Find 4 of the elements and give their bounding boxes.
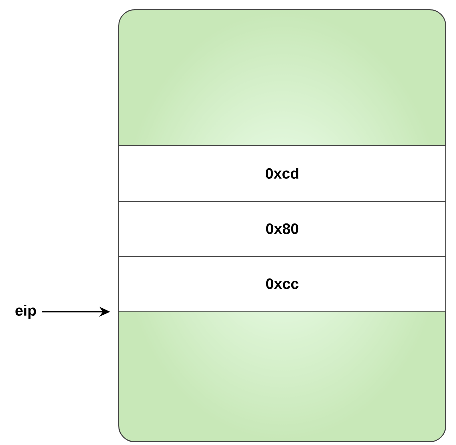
memory-cell: 0xcc [118,256,446,312]
memory-cell: 0x80 [118,201,446,257]
memory-cell: 0xcd [118,145,446,202]
register-label: eip [16,305,36,319]
